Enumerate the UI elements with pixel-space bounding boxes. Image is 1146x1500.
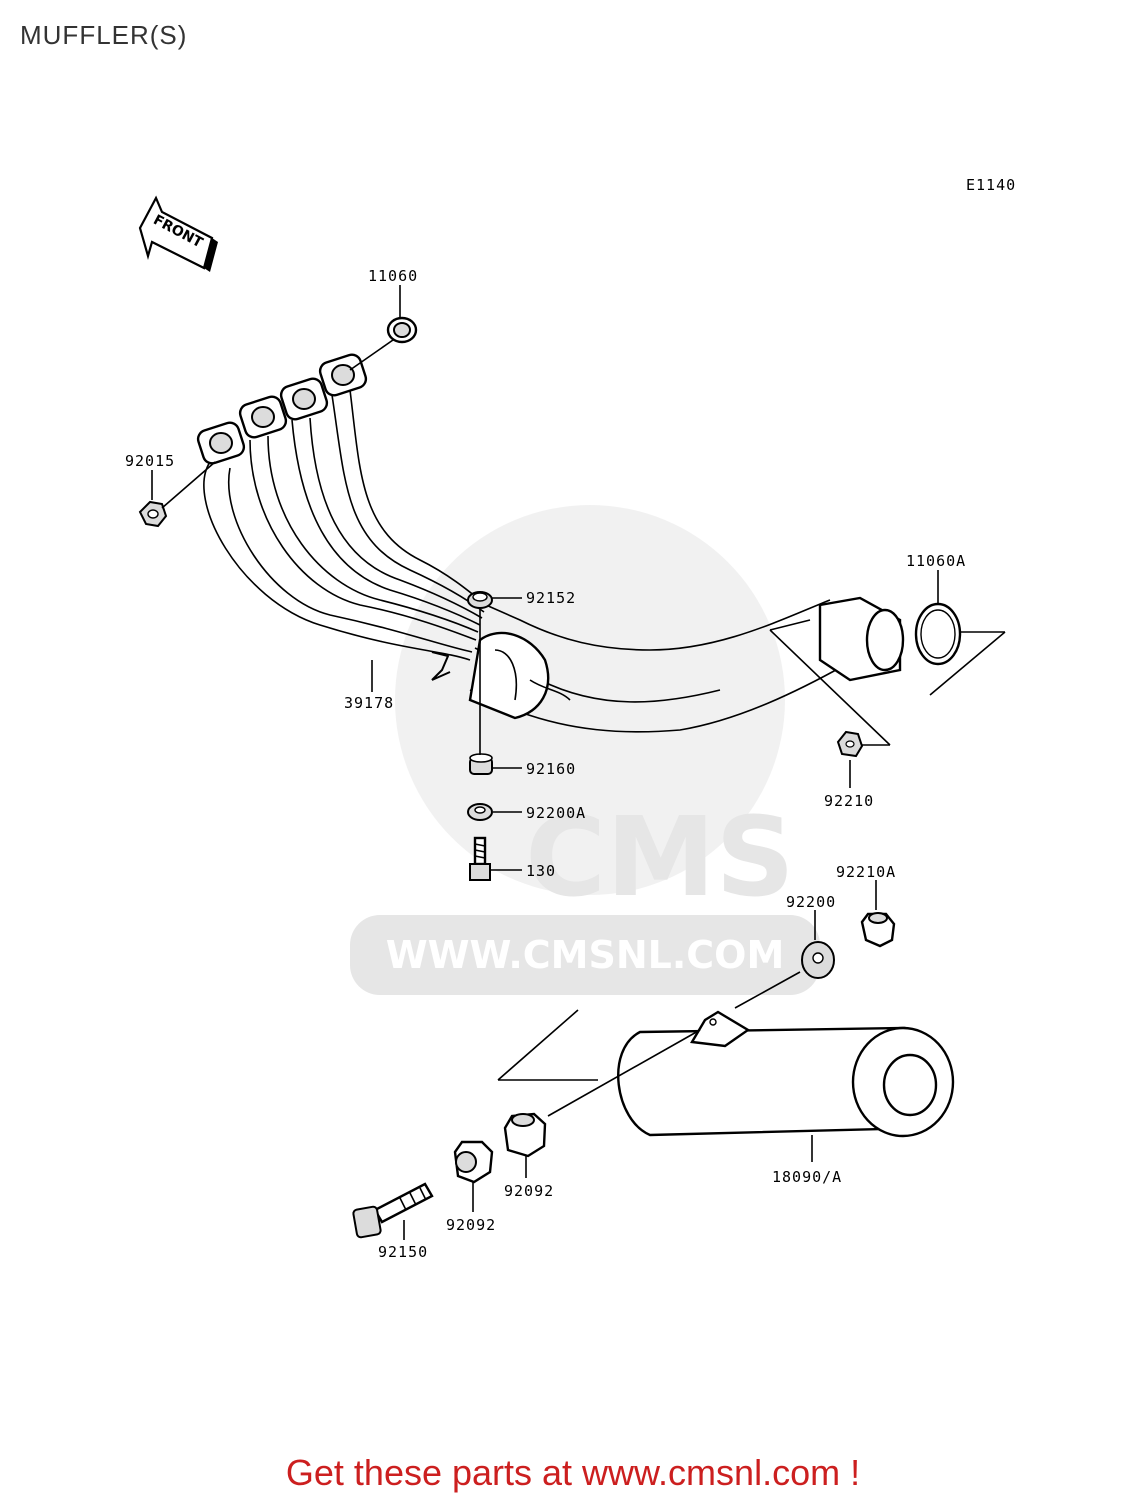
washer-92200-icon: [801, 941, 835, 979]
exhaust-header-pipes: [203, 389, 905, 733]
nut-92015-icon: [138, 500, 168, 528]
bolt-130-icon: [469, 836, 491, 881]
grommet-92160-icon: [469, 753, 493, 775]
callout-92150: 92150: [378, 1243, 428, 1261]
nut-92210-icon: [836, 730, 864, 758]
damper-92092-left-icon: [453, 1140, 494, 1184]
collar-92210a-icon: [860, 912, 896, 948]
gasket-11060a-icon: [914, 602, 962, 666]
diagram-code: E1140: [966, 176, 1016, 194]
flange-3: [279, 377, 329, 421]
grommet-92152-icon: [467, 591, 493, 609]
flange-2: [238, 395, 288, 439]
footer-cta-link[interactable]: Get these parts at www.cmsnl.com !: [285, 1452, 861, 1493]
bolt-92150-icon: [352, 1182, 434, 1239]
callout-92092-right: 92092: [504, 1182, 554, 1200]
washer-92200a-icon: [467, 803, 493, 821]
callout-92160: 92160: [526, 760, 576, 778]
callout-130: 130: [526, 862, 556, 880]
muffler-18090a: [497, 1009, 955, 1138]
callout-92210: 92210: [824, 792, 874, 810]
callout-11060: 11060: [368, 267, 418, 285]
damper-92092-right-icon: [503, 1112, 547, 1158]
watermark-banner: [350, 915, 820, 995]
front-direction-arrow: FRONT: [138, 195, 218, 272]
page-title: MUFFLER(S): [20, 20, 188, 50]
exhaust-flanges: [196, 353, 368, 465]
callout-92200a: 92200A: [526, 804, 586, 822]
flange-1: [196, 421, 246, 465]
callout-18090a: 18090/A: [772, 1168, 842, 1186]
callout-92092-left: 92092: [446, 1216, 496, 1234]
callout-39178: 39178: [344, 694, 394, 712]
watermark-url: WWW.CMSNL.COM: [386, 933, 785, 977]
cmsnl-watermark: WWW.CMSNL.COM CMS: [350, 505, 820, 995]
flange-4: [318, 353, 368, 397]
callout-11060a: 11060A: [906, 552, 966, 570]
callout-labels: 11060 92015 92152 39178 92160 92200A 130…: [125, 267, 966, 1261]
callout-92015: 92015: [125, 452, 175, 470]
leader-lines: [151, 285, 1006, 1240]
callout-92152: 92152: [526, 589, 576, 607]
callout-92210a: 92210A: [836, 863, 896, 881]
callout-92200: 92200: [786, 893, 836, 911]
watermark-logo: CMS: [525, 793, 794, 921]
